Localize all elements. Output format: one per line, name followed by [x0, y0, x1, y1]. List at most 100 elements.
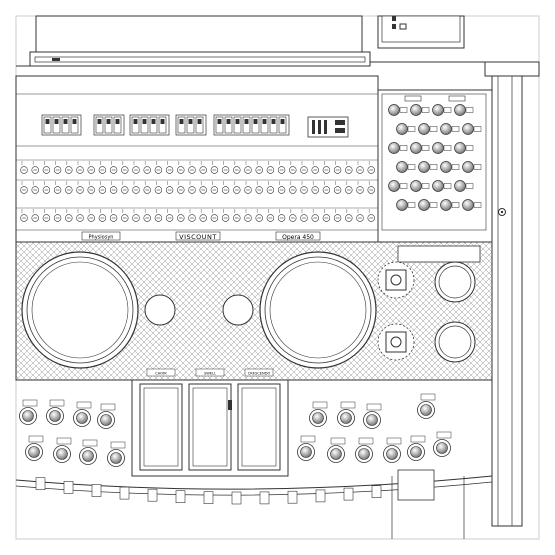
top-right-panel [370, 15, 540, 77]
pedal-key[interactable] [315, 489, 326, 503]
physiosyn-logo: Physiosyn [89, 235, 114, 241]
rocker-tablet-group [213, 114, 290, 136]
draw-knob[interactable] [462, 123, 482, 135]
toe-piston[interactable] [383, 437, 402, 463]
rocker-tablet-group [129, 114, 170, 136]
toe-piston[interactable] [407, 435, 426, 461]
rocker-tablet[interactable] [113, 116, 122, 134]
draw-knob[interactable] [410, 180, 430, 192]
pedal-key[interactable] [119, 486, 130, 500]
rocker-tablet[interactable] [149, 116, 158, 134]
rocker-tablet[interactable] [140, 116, 149, 134]
draw-knob[interactable] [418, 199, 438, 211]
mid-speaker-top [434, 261, 476, 303]
pedal-key[interactable] [203, 491, 214, 504]
right-stop-jamb [377, 89, 493, 243]
pedal-key[interactable] [259, 491, 270, 505]
tweeter-top [377, 261, 415, 299]
rocker-tablet[interactable] [269, 116, 278, 134]
draw-knob[interactable] [462, 199, 482, 211]
rocker-tablet[interactable] [224, 116, 233, 134]
toe-piston[interactable] [107, 441, 126, 467]
draw-knob[interactable] [418, 123, 438, 135]
pedal-key[interactable] [63, 480, 74, 494]
tweeter-bottom [377, 323, 415, 361]
side-pillar [491, 75, 523, 527]
draw-knob[interactable] [440, 161, 460, 173]
rocker-tablet[interactable] [177, 116, 186, 134]
rocker-tablet[interactable] [43, 116, 52, 134]
draw-knob[interactable] [462, 161, 482, 173]
rocker-tablet[interactable] [233, 116, 242, 134]
pedal-key[interactable] [231, 491, 242, 505]
swell-expression-pedal[interactable] [188, 383, 232, 471]
toe-piston[interactable] [327, 437, 346, 463]
toe-piston[interactable] [53, 437, 72, 463]
draw-knob[interactable] [410, 142, 430, 154]
toe-piston[interactable] [309, 401, 328, 427]
rocker-tablet[interactable] [278, 116, 287, 134]
rocker-tablet[interactable] [195, 116, 204, 134]
rocker-tablet[interactable] [186, 116, 195, 134]
draw-knob[interactable] [432, 142, 452, 154]
draw-knob[interactable] [418, 161, 438, 173]
pedal-key[interactable] [371, 485, 382, 499]
draw-knob[interactable] [396, 199, 416, 211]
draw-knob[interactable] [388, 180, 408, 192]
toe-piston[interactable] [19, 399, 38, 425]
toe-piston[interactable] [46, 399, 65, 425]
draw-knob[interactable] [396, 123, 416, 135]
pedal-key[interactable] [287, 490, 298, 504]
toe-piston[interactable] [79, 439, 98, 465]
rocker-tablet[interactable] [52, 116, 61, 134]
expression-pedal-label: CRESCENDO [248, 372, 271, 376]
draw-knob[interactable] [410, 104, 430, 116]
draw-knob[interactable] [432, 180, 452, 192]
draw-knob[interactable] [388, 142, 408, 154]
toe-piston[interactable] [97, 403, 116, 429]
draw-knob[interactable] [454, 104, 474, 116]
rocker-tablet[interactable] [131, 116, 140, 134]
draw-knob[interactable] [454, 180, 474, 192]
toe-piston[interactable] [297, 435, 316, 461]
toe-piston[interactable] [73, 401, 92, 427]
choir-expression-pedal[interactable] [139, 383, 183, 471]
bass-port-left [144, 294, 176, 326]
rocker-tablet[interactable] [61, 116, 70, 134]
nameboard: Physiosyn VISCOUNT Opera 450 [81, 231, 321, 241]
toe-piston[interactable] [337, 401, 356, 427]
draw-knob[interactable] [440, 199, 460, 211]
toe-piston[interactable] [355, 437, 374, 463]
stop-panel [15, 75, 379, 243]
draw-knob[interactable] [432, 104, 452, 116]
rocker-tablet[interactable] [260, 116, 269, 134]
rocker-tablet[interactable] [104, 116, 113, 134]
rocker-tablet-group [41, 114, 82, 136]
draw-knob[interactable] [388, 104, 408, 116]
pedal-key[interactable] [147, 488, 158, 502]
expression-pedal-label: CHOIR [155, 372, 167, 376]
rocker-tablet[interactable] [158, 116, 167, 134]
bass-port-right [222, 294, 254, 326]
rocker-tablet[interactable] [70, 116, 79, 134]
pedal-key[interactable] [343, 487, 354, 501]
pedal-key[interactable] [35, 477, 46, 490]
rocker-tablet[interactable] [95, 116, 104, 134]
music-desk [16, 15, 371, 67]
toe-piston[interactable] [25, 435, 44, 461]
toe-piston[interactable] [417, 393, 436, 419]
rocker-tablet[interactable] [215, 116, 224, 134]
pedal-key[interactable] [175, 490, 186, 504]
rocker-tablet[interactable] [242, 116, 251, 134]
draw-knob[interactable] [396, 161, 416, 173]
toe-piston[interactable] [363, 403, 382, 429]
draw-knob[interactable] [440, 123, 460, 135]
speaker-panel [15, 241, 493, 381]
crescendo-pedal[interactable] [237, 383, 281, 471]
rocker-tablet-group [175, 114, 207, 136]
draw-knob[interactable] [454, 142, 474, 154]
rocker-tablet[interactable] [251, 116, 260, 134]
pedal-key[interactable] [91, 484, 102, 497]
toe-piston[interactable] [433, 431, 452, 457]
